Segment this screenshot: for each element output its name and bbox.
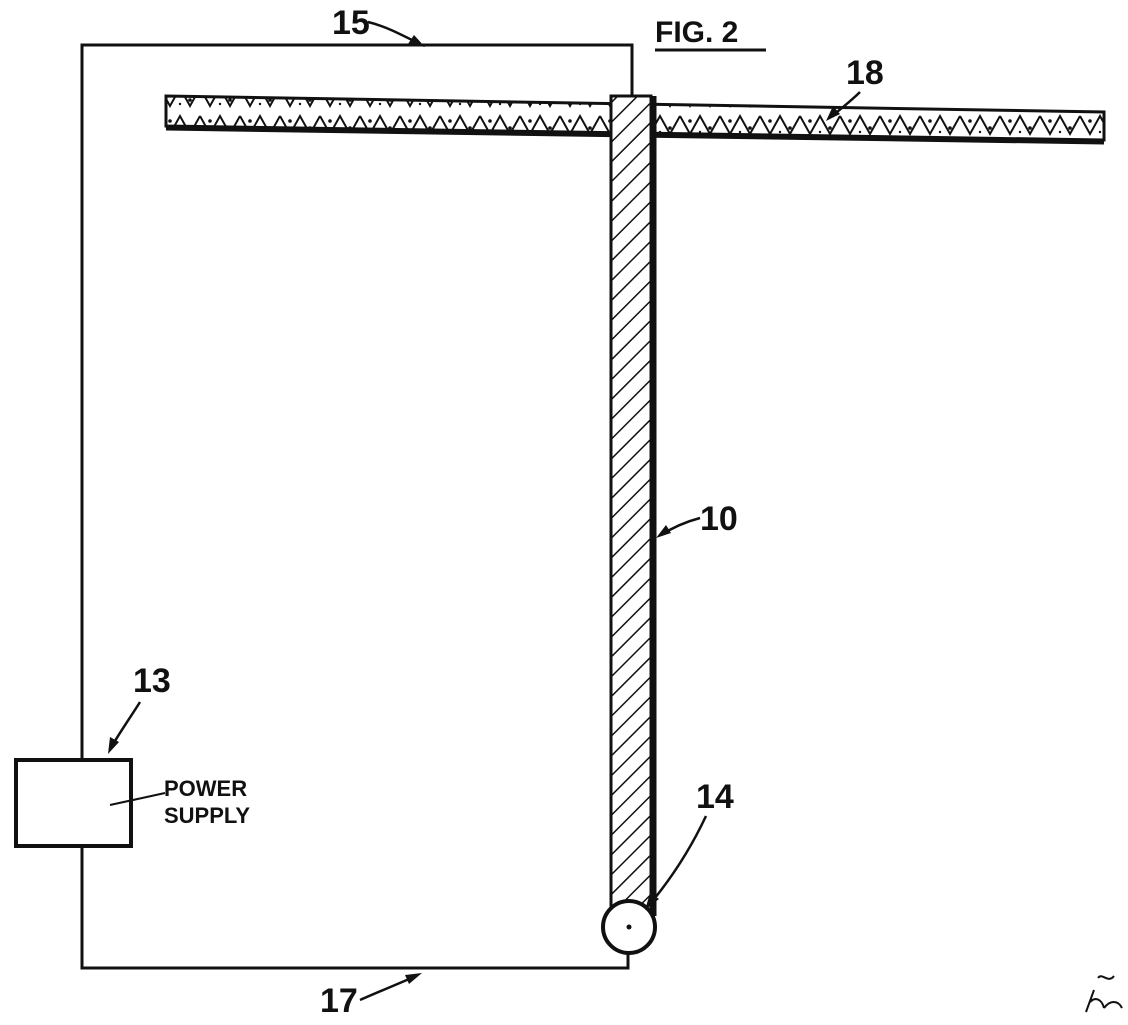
power-supply-label-line2: SUPPLY — [164, 803, 250, 828]
vertical-rod-10 — [609, 94, 657, 918]
arrowhead — [108, 737, 119, 754]
figure-title-text: FIG. 2 — [655, 16, 738, 49]
callout-10: 10 — [656, 500, 738, 538]
numeral-10: 10 — [700, 500, 738, 538]
element-14-roller — [601, 899, 657, 955]
arrowhead — [645, 893, 659, 910]
callout-17: 17 — [320, 973, 422, 1020]
power-supply-label-line1: POWER — [164, 776, 247, 801]
numeral-18: 18 — [846, 54, 884, 92]
callout-13: 13 — [108, 662, 171, 754]
numeral-14: 14 — [696, 778, 734, 816]
arrowhead — [405, 973, 422, 984]
arrowhead — [408, 35, 425, 47]
arrowhead — [826, 106, 840, 121]
power-supply-box: POWER SUPPLY — [14, 758, 250, 848]
numeral-15: 15 — [332, 4, 370, 42]
numeral-17: 17 — [320, 982, 358, 1020]
callout-14: 14 — [645, 778, 734, 910]
callout-15: 15 — [332, 4, 425, 47]
arrowhead — [656, 525, 671, 538]
handwritten-mark — [1085, 975, 1123, 1013]
callout-18: 18 — [826, 54, 884, 121]
numeral-13: 13 — [133, 662, 171, 700]
wire-15 — [80, 43, 634, 760]
figure-title: FIG. 2 — [655, 16, 766, 52]
wire-17 — [80, 846, 630, 970]
